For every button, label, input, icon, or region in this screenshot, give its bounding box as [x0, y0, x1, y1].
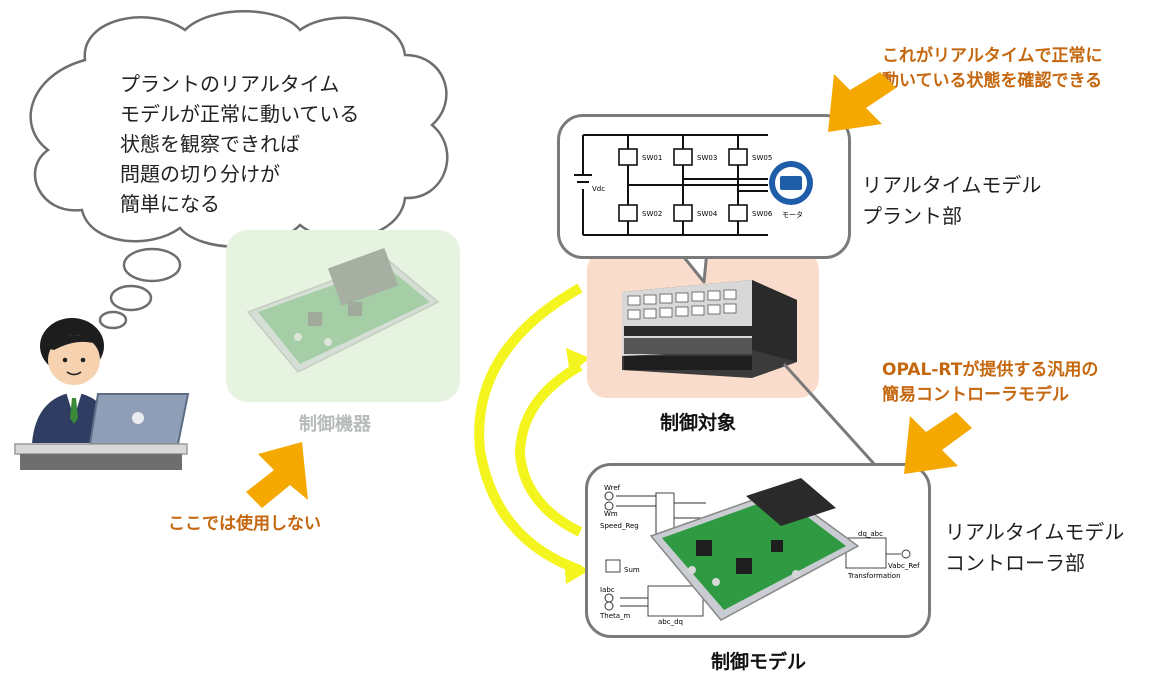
- thought-line-3: 状態を観察できれば: [120, 132, 300, 156]
- controller-orange-note: OPAL-RTが提供する汎用の 簡易コントローラモデル: [882, 358, 1098, 408]
- loop-arrows: [474, 283, 590, 584]
- motor-icon: [769, 161, 813, 205]
- thought-line-1: プラントのリアルタイム: [120, 72, 340, 96]
- switch-label-5: SW04: [697, 210, 718, 218]
- ecu-board-icon-faded: [246, 247, 440, 373]
- block-speed-reg-label: Speed_Reg: [600, 522, 639, 530]
- switch-label-6: SW06: [752, 210, 773, 218]
- controller-orange-note-line-2: 簡易コントローラモデル: [882, 385, 1069, 405]
- plant-side-label-line-1: リアルタイムモデル: [862, 173, 1042, 197]
- block-sum-label: Sum: [624, 566, 640, 574]
- not-used-note: ここでは使用しない: [168, 514, 321, 534]
- ecu-board-icon: [649, 478, 860, 621]
- device-faded-label: 制御機器: [299, 414, 371, 435]
- switch-label-4: SW02: [642, 210, 662, 218]
- block-vabc-ref-label: Vabc_Ref: [888, 562, 920, 570]
- controller-side-label-line-1: リアルタイムモデル: [945, 520, 1125, 544]
- arrow-to-plant-icon: [828, 72, 896, 132]
- plant-side-label-line-2: プラント部: [862, 204, 962, 228]
- block-abc-dq-label: abc_dq: [658, 618, 683, 626]
- control-target-label: 制御対象: [660, 412, 737, 434]
- device-faded-background: [226, 230, 460, 402]
- person-at-laptop-icon: [14, 318, 190, 470]
- block-iabc-label: Iabc: [600, 586, 615, 594]
- dc-source-label: Vdc: [592, 185, 605, 193]
- switch-label-3: SW05: [752, 154, 772, 162]
- plant-side-label: リアルタイムモデル プラント部: [862, 170, 1041, 232]
- motor-label: モータ: [782, 210, 803, 219]
- thought-bubble-text: プラントのリアルタイム モデルが正常に動いている 状態を観察できれば 問題の切り…: [120, 69, 359, 219]
- controller-side-label: リアルタイムモデル コントローラ部: [945, 517, 1124, 579]
- switch-label-2: SW03: [697, 154, 717, 162]
- block-wm-label: Wm: [604, 510, 618, 518]
- opal-rt-simulator-icon: [622, 280, 797, 378]
- block-wref-label: Wref: [604, 484, 621, 492]
- inverter-circuit-diagram: SW01 SW03 SW05 SW02 SW04 SW06 Vdc モータ: [574, 134, 813, 236]
- thought-line-5: 簡単になる: [120, 192, 220, 216]
- thought-line-2: モデルが正常に動いている: [120, 102, 360, 126]
- switch-label-1: SW01: [642, 154, 662, 162]
- control-model-label: 制御モデル: [711, 651, 807, 673]
- block-theta-m-label: Theta_m: [599, 612, 631, 620]
- plant-orange-note-line-1: これがリアルタイムで正常に: [882, 46, 1103, 66]
- arrow-to-device-icon: [246, 442, 308, 508]
- plant-orange-note: これがリアルタイムで正常に 動いている状態を確認できる: [882, 44, 1103, 94]
- block-dq-abc-label: dq_abc: [858, 530, 883, 538]
- controller-side-label-line-2: コントローラ部: [945, 551, 1085, 575]
- plant-orange-note-line-2: 動いている状態を確認できる: [882, 71, 1103, 91]
- controller-orange-note-line-1: OPAL-RTが提供する汎用の: [882, 360, 1099, 380]
- controller-block-diagram: Wref Wm Speed_Reg Sum Iabc Theta_m abc_d…: [599, 478, 920, 626]
- arrow-to-controller-icon: [904, 412, 972, 474]
- thought-line-4: 問題の切り分けが: [120, 162, 280, 186]
- thought-bubble: [29, 10, 449, 330]
- block-transformation-label: Transformation: [847, 572, 901, 580]
